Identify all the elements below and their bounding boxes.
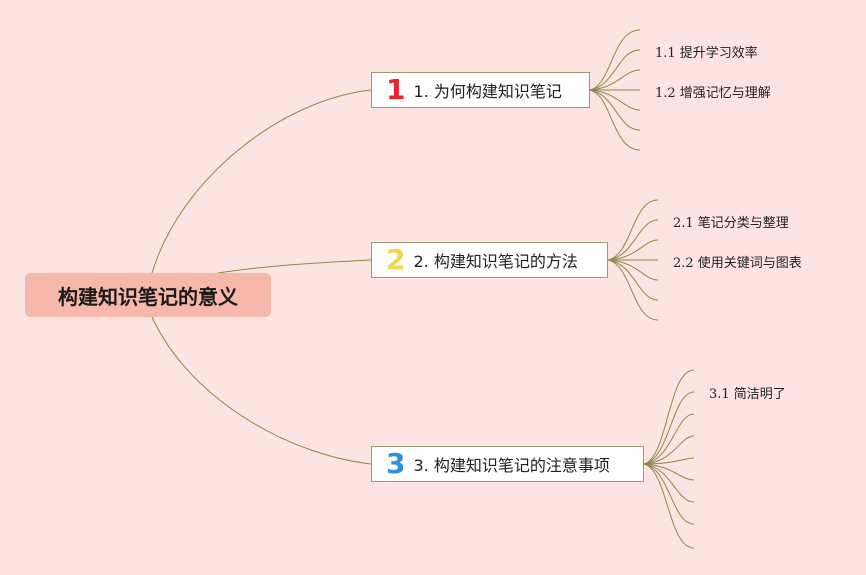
number-3-icon: 3 [386,447,406,480]
branch-3-fan [643,369,695,549]
subtopic-1-2[interactable]: 1.2 增强记忆与理解 [655,86,771,101]
branch-topic-2[interactable]: 2 2. 构建知识笔记的方法 [371,242,608,278]
branch-topic-1-label: 1. 为何构建知识笔记 [413,82,562,101]
branch-2-fan [607,199,659,321]
root-topic[interactable]: 构建知识笔记的意义 [25,273,271,317]
branch-topic-3-label: 3. 构建知识笔记的注意事项 [413,456,610,475]
root-topic-label: 构建知识笔记的意义 [58,284,238,309]
connector-root-to-branch-1 [151,89,372,274]
subtopic-2-2[interactable]: 2.2 使用关键词与图表 [673,256,802,271]
branch-topic-3[interactable]: 3 3. 构建知识笔记的注意事项 [371,446,644,482]
number-2-icon: 2 [386,243,406,276]
number-1-icon: 1 [386,73,406,106]
branch-topic-2-label: 2. 构建知识笔记的方法 [413,252,578,271]
subtopic-3-1[interactable]: 3.1 简洁明了 [709,387,786,402]
subtopic-2-1[interactable]: 2.1 笔记分类与整理 [673,216,789,231]
subtopic-1-1[interactable]: 1.1 提升学习效率 [655,46,758,61]
branch-topic-1[interactable]: 1 1. 为何构建知识笔记 [371,72,590,108]
connector-root-to-branch-3 [151,316,372,465]
connector-root-to-branch-2 [217,259,372,274]
branch-1-fan [589,29,641,151]
